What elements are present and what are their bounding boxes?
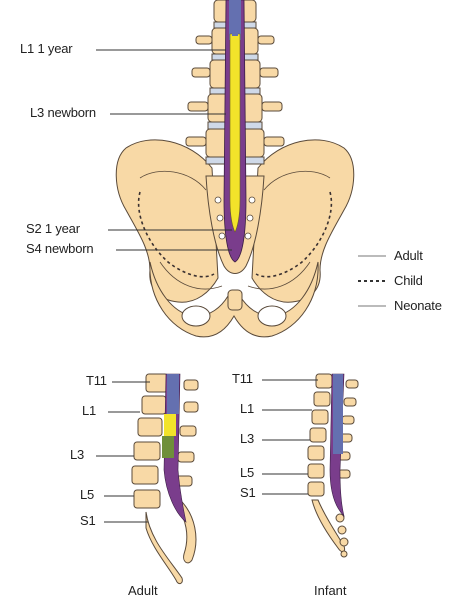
infant-label-s1: S1 xyxy=(240,485,256,500)
adult-leader-lines xyxy=(96,381,150,523)
left-iliac-wing xyxy=(115,139,219,303)
adult-cord xyxy=(164,414,176,436)
transverse-process xyxy=(263,136,285,147)
sacral-foramina xyxy=(214,196,256,240)
legend-neonate-label: Neonate xyxy=(394,298,442,313)
spinal-cord xyxy=(229,33,241,233)
child-outline xyxy=(137,191,333,278)
adult-dura xyxy=(167,374,179,414)
infant-label-l5: L5 xyxy=(240,465,255,480)
left-obturator xyxy=(181,305,211,327)
transverse-process xyxy=(191,67,211,78)
label-s2-1-year: S2 1 year xyxy=(26,221,80,236)
adult-label-l1: L1 xyxy=(82,403,97,418)
transverse-process xyxy=(261,101,283,112)
legend-child-label: Child xyxy=(394,273,423,288)
adult-conus xyxy=(162,436,174,458)
transverse-process xyxy=(185,136,207,147)
adult-outline xyxy=(139,170,331,290)
infant-label-t11: T11 xyxy=(232,371,253,386)
adult-label-t11: T11 xyxy=(86,373,107,388)
legend-lines xyxy=(358,255,386,307)
right-obturator xyxy=(257,305,287,327)
adult-label-s1: S1 xyxy=(80,513,96,528)
label-l3-newborn: L3 newborn xyxy=(30,105,96,120)
right-iliac-wing xyxy=(251,139,355,303)
transverse-process xyxy=(187,101,209,112)
adult-label-l3: L3 xyxy=(70,447,85,462)
adult-canal xyxy=(162,373,187,523)
pubic-symphysis xyxy=(227,289,243,311)
pelvis-outline-lines xyxy=(137,170,333,290)
transverse-process xyxy=(257,35,275,45)
spinal-canal xyxy=(223,0,247,263)
cord-top xyxy=(232,0,238,36)
legend-adult-label: Adult xyxy=(394,248,423,263)
adult-spine-figure xyxy=(131,373,199,585)
caption-adult: Adult xyxy=(128,583,158,598)
label-l1-1-year: L1 1 year xyxy=(20,41,73,56)
label-s4-newborn: S4 newborn xyxy=(26,241,94,256)
infant-canal xyxy=(329,373,345,517)
transverse-process xyxy=(195,35,213,45)
infant-leader-lines xyxy=(262,379,318,495)
caption-infant: Infant xyxy=(314,583,347,598)
infant-label-l1: L1 xyxy=(240,401,255,416)
infant-label-l3: L3 xyxy=(240,431,255,446)
transverse-process xyxy=(259,67,279,78)
pelvis-leader-lines xyxy=(96,49,232,251)
infant-dura xyxy=(333,374,343,454)
adult-label-l5: L5 xyxy=(80,487,95,502)
